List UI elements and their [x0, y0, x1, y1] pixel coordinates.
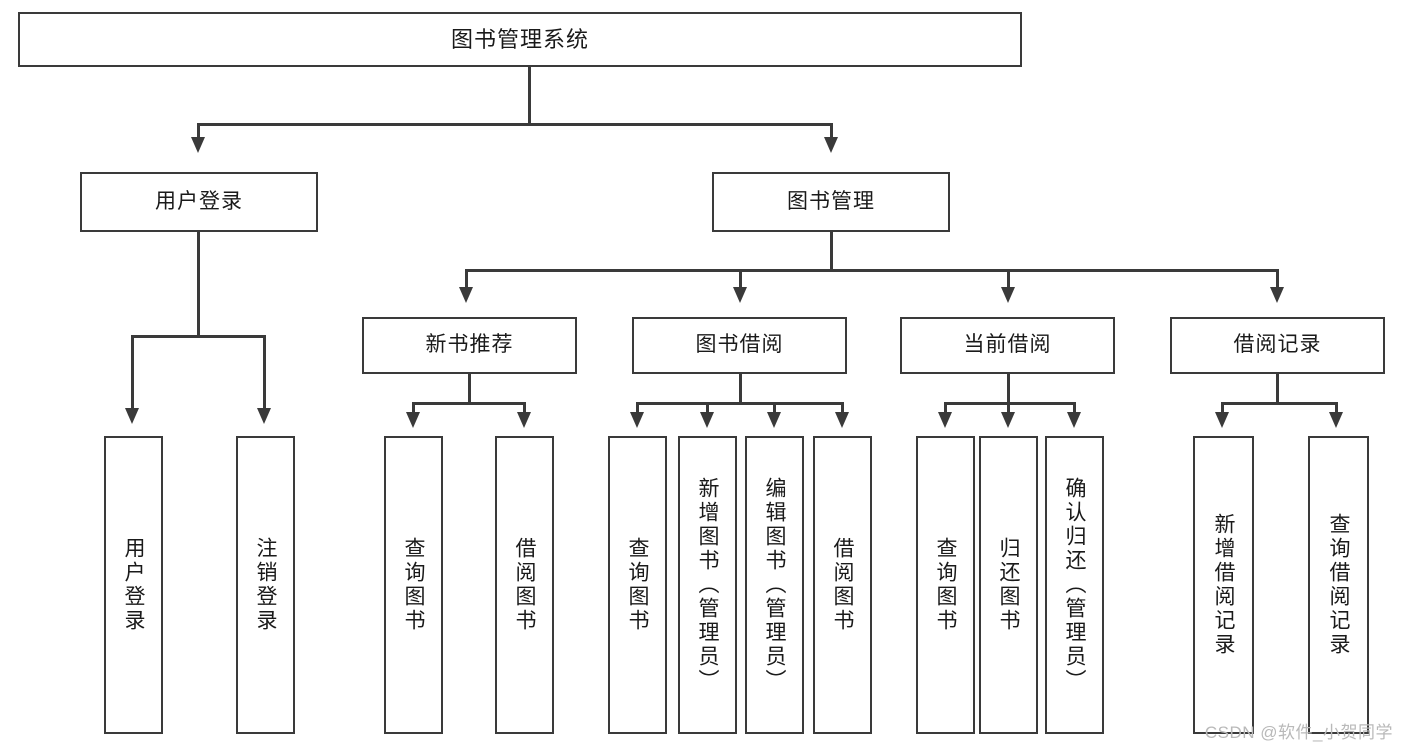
- arrowhead-leaf-query-book-1: [406, 412, 420, 428]
- node-leaf-user-logout[interactable]: 注销登录: [236, 436, 295, 734]
- node-borrow-record-label: 借阅记录: [1233, 333, 1322, 357]
- node-leaf-query-book-1-label: 查询图书: [402, 537, 426, 633]
- connector-bb-leg-2: [706, 402, 709, 414]
- node-leaf-user-login[interactable]: 用户登录: [104, 436, 163, 734]
- connector-book-manage-leg-3: [1007, 269, 1010, 289]
- node-user-login[interactable]: 用户登录: [80, 172, 318, 232]
- arrowhead-leaf-add-record: [1215, 412, 1229, 428]
- node-new-book-recommend[interactable]: 新书推荐: [362, 317, 577, 374]
- node-leaf-query-book-3[interactable]: 查询图书: [916, 436, 975, 734]
- arrowhead-user-login: [191, 137, 205, 153]
- node-book-borrow[interactable]: 图书借阅: [632, 317, 847, 374]
- connector-bb-leg-3: [773, 402, 776, 414]
- connector-user-login-stem: [197, 232, 200, 337]
- node-leaf-add-record[interactable]: 新增借阅记录: [1193, 436, 1254, 734]
- connector-book-manage-leg-1: [465, 269, 468, 289]
- connector-cb-leg-3: [1073, 402, 1076, 414]
- node-leaf-return-book-label: 归还图书: [997, 537, 1021, 633]
- connector-cb-leg-2: [1007, 402, 1010, 414]
- connector-bb-leg-1: [636, 402, 639, 414]
- arrowhead-leaf-user-logout: [257, 408, 271, 424]
- node-leaf-query-record[interactable]: 查询借阅记录: [1308, 436, 1369, 734]
- connector-root-bus: [197, 123, 833, 126]
- node-leaf-query-record-label: 查询借阅记录: [1327, 513, 1351, 657]
- node-leaf-confirm-return-label: 确认归还（管理员）: [1063, 477, 1087, 693]
- connector-borrow-record-bus: [1221, 402, 1338, 405]
- arrowhead-borrow-record: [1270, 287, 1284, 303]
- node-leaf-edit-book-label: 编辑图书（管理员）: [763, 477, 787, 693]
- node-leaf-query-book-1[interactable]: 查询图书: [384, 436, 443, 734]
- arrowhead-leaf-add-book: [700, 412, 714, 428]
- connector-user-login-leg-1: [131, 335, 134, 410]
- arrowhead-current-borrow: [1001, 287, 1015, 303]
- connector-user-login-leg-2: [263, 335, 266, 410]
- node-borrow-record[interactable]: 借阅记录: [1170, 317, 1385, 374]
- node-leaf-query-book-2[interactable]: 查询图书: [608, 436, 667, 734]
- connector-root-to-user-login: [197, 123, 200, 139]
- node-current-borrow-label: 当前借阅: [963, 333, 1052, 357]
- connector-book-manage-bus: [465, 269, 1279, 272]
- connector-nbr-leg-2: [523, 402, 526, 414]
- node-leaf-user-logout-label: 注销登录: [254, 537, 278, 633]
- connector-current-borrow-stem: [1007, 374, 1010, 404]
- node-leaf-add-book-label: 新增图书（管理员）: [696, 477, 720, 693]
- node-leaf-return-book[interactable]: 归还图书: [979, 436, 1038, 734]
- arrowhead-leaf-confirm-return: [1067, 412, 1081, 428]
- connector-current-borrow-bus: [944, 402, 1076, 405]
- arrowhead-book-borrow: [733, 287, 747, 303]
- arrowhead-leaf-borrow-book-2: [835, 412, 849, 428]
- connector-cb-leg-1: [944, 402, 947, 414]
- connector-user-login-bus: [131, 335, 266, 338]
- arrowhead-book-manage: [824, 137, 838, 153]
- connector-borrow-record-stem: [1276, 374, 1279, 404]
- node-new-book-recommend-label: 新书推荐: [425, 333, 514, 357]
- node-leaf-add-record-label: 新增借阅记录: [1212, 513, 1236, 657]
- node-leaf-add-book[interactable]: 新增图书（管理员）: [678, 436, 737, 734]
- connector-book-manage-leg-4: [1276, 269, 1279, 289]
- connector-root-stem: [528, 67, 531, 125]
- connector-new-book-recommend-stem: [468, 374, 471, 404]
- arrowhead-leaf-edit-book: [767, 412, 781, 428]
- node-current-borrow[interactable]: 当前借阅: [900, 317, 1115, 374]
- node-root[interactable]: 图书管理系统: [18, 12, 1022, 67]
- node-leaf-borrow-book-2[interactable]: 借阅图书: [813, 436, 872, 734]
- node-leaf-user-login-label: 用户登录: [122, 537, 146, 633]
- node-book-manage[interactable]: 图书管理: [712, 172, 950, 232]
- node-leaf-confirm-return[interactable]: 确认归还（管理员）: [1045, 436, 1104, 734]
- arrowhead-leaf-query-book-2: [630, 412, 644, 428]
- arrowhead-leaf-query-record: [1329, 412, 1343, 428]
- arrowhead-new-book-recommend: [459, 287, 473, 303]
- arrowhead-leaf-user-login: [125, 408, 139, 424]
- node-root-label: 图书管理系统: [450, 26, 589, 52]
- node-book-borrow-label: 图书借阅: [695, 333, 784, 357]
- arrowhead-leaf-query-book-3: [938, 412, 952, 428]
- node-leaf-borrow-book-2-label: 借阅图书: [831, 537, 855, 633]
- node-user-login-label: 用户登录: [155, 189, 243, 213]
- node-leaf-query-book-3-label: 查询图书: [934, 537, 958, 633]
- connector-book-borrow-bus: [636, 402, 844, 405]
- connector-new-book-recommend-bus: [412, 402, 526, 405]
- node-leaf-borrow-book-1-label: 借阅图书: [513, 537, 537, 633]
- connector-bb-leg-4: [841, 402, 844, 414]
- node-book-manage-label: 图书管理: [787, 189, 875, 213]
- connector-root-to-book-manage: [830, 123, 833, 139]
- node-leaf-borrow-book-1[interactable]: 借阅图书: [495, 436, 554, 734]
- connector-book-manage-stem: [830, 232, 833, 272]
- watermark-text: CSDN @软件_小贺同学: [1204, 723, 1393, 742]
- connector-book-manage-leg-2: [739, 269, 742, 289]
- arrowhead-leaf-borrow-book-1: [517, 412, 531, 428]
- arrowhead-leaf-return-book: [1001, 412, 1015, 428]
- connector-book-borrow-stem: [739, 374, 742, 404]
- node-leaf-edit-book[interactable]: 编辑图书（管理员）: [745, 436, 804, 734]
- connector-br-leg-1: [1221, 402, 1224, 414]
- node-leaf-query-book-2-label: 查询图书: [626, 537, 650, 633]
- connector-nbr-leg-1: [412, 402, 415, 414]
- connector-br-leg-2: [1335, 402, 1338, 414]
